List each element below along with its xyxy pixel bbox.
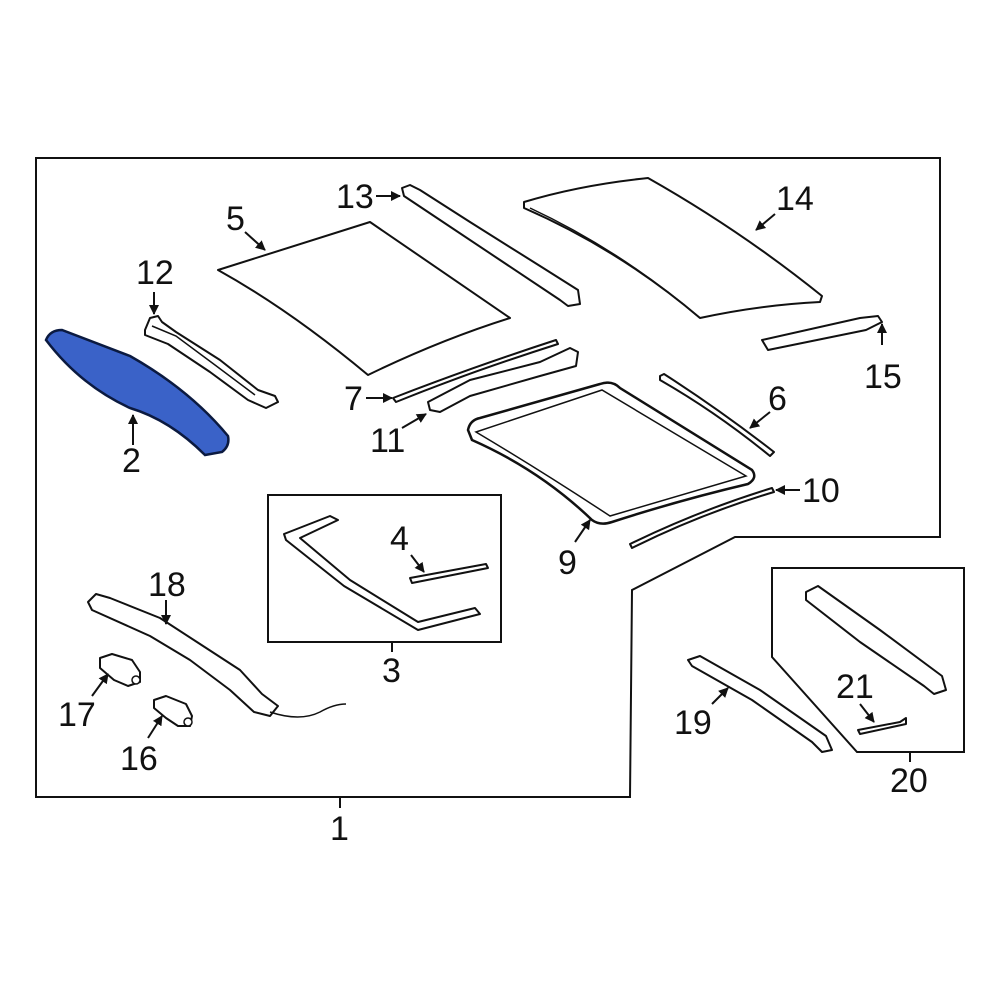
leader-6 bbox=[749, 411, 771, 429]
callout-18[interactable]: 18 bbox=[148, 566, 186, 604]
leader-11 bbox=[401, 413, 427, 429]
callout-3[interactable]: 3 bbox=[382, 652, 401, 690]
part-5-glass-panel[interactable] bbox=[217, 221, 511, 376]
callout-6[interactable]: 6 bbox=[768, 380, 787, 418]
part-17-motor[interactable] bbox=[99, 653, 141, 687]
callout-1[interactable]: 1 bbox=[330, 810, 349, 848]
callout-21[interactable]: 21 bbox=[836, 668, 874, 706]
leader-14 bbox=[755, 213, 776, 231]
callout-15[interactable]: 15 bbox=[864, 358, 902, 396]
leader-5 bbox=[244, 231, 266, 251]
part-9-frame-seal[interactable] bbox=[466, 381, 756, 525]
callout-17[interactable]: 17 bbox=[58, 696, 96, 734]
part-13-rear-bar[interactable] bbox=[401, 184, 581, 307]
callout-12[interactable]: 12 bbox=[136, 254, 174, 292]
callout-19[interactable]: 19 bbox=[674, 704, 712, 742]
part-18-drive-guide[interactable] bbox=[87, 593, 347, 718]
leader-16 bbox=[147, 715, 163, 739]
part-4-rod[interactable] bbox=[409, 563, 489, 584]
part-20-rail-assembly[interactable] bbox=[805, 585, 947, 695]
part-11-side-rail[interactable] bbox=[427, 347, 579, 413]
leader-4 bbox=[410, 554, 425, 573]
part-12-front-rail[interactable] bbox=[144, 315, 279, 409]
callout-4[interactable]: 4 bbox=[390, 520, 409, 558]
part-19-rail[interactable] bbox=[687, 655, 833, 753]
callout-7[interactable]: 7 bbox=[344, 380, 363, 418]
callout-11[interactable]: 11 bbox=[370, 422, 405, 460]
leader-9 bbox=[574, 519, 591, 543]
callout-14[interactable]: 14 bbox=[776, 180, 814, 218]
leader-17 bbox=[91, 673, 109, 697]
leader-21 bbox=[859, 703, 875, 723]
part-7-seal-strip[interactable] bbox=[392, 339, 559, 403]
part-14-roof-panel[interactable] bbox=[523, 177, 823, 319]
callout-20[interactable]: 20 bbox=[890, 762, 928, 800]
callout-2[interactable]: 2 bbox=[122, 442, 141, 480]
part-10-seal-strip[interactable] bbox=[629, 487, 775, 549]
part-6-drip-strip[interactable] bbox=[659, 373, 775, 457]
callout-16[interactable]: 16 bbox=[120, 740, 158, 778]
callout-5[interactable]: 5 bbox=[226, 200, 245, 238]
part-15-rear-rail[interactable] bbox=[761, 315, 883, 351]
part-2-sunshade[interactable] bbox=[44, 328, 230, 457]
assembly-frame-1 bbox=[35, 157, 941, 798]
part-3-seal[interactable] bbox=[283, 515, 481, 631]
leader-19 bbox=[711, 687, 729, 705]
callout-10[interactable]: 10 bbox=[802, 472, 840, 510]
callout-9[interactable]: 9 bbox=[558, 544, 577, 582]
part-21-clip[interactable] bbox=[857, 717, 907, 735]
callout-13[interactable]: 13 bbox=[336, 178, 374, 216]
subassembly-frame-3 bbox=[267, 494, 502, 643]
part-16-motor[interactable] bbox=[153, 695, 193, 727]
